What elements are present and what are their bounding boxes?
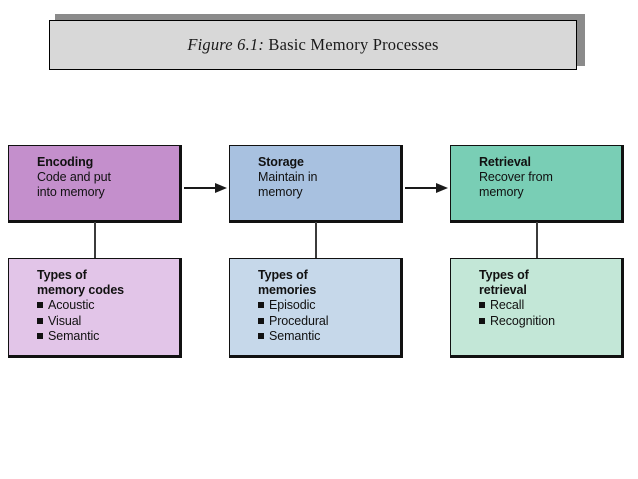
list-item: Semantic <box>37 329 179 345</box>
process-heading-storage: Storage <box>258 155 304 169</box>
square-bullet-icon <box>37 317 43 324</box>
types-box-retrieval: Types of retrieval Recall Recognition <box>450 258 624 358</box>
list-item: Recognition <box>479 314 621 330</box>
types-heading-line-2: memory codes <box>37 282 125 297</box>
list-item: Recall <box>479 298 621 314</box>
types-heading-line-1: Types of <box>479 268 529 282</box>
figure-label: Figure 6.1: <box>187 35 265 54</box>
diagram-column-storage: Storage Maintain in memory Types of memo… <box>229 145 403 358</box>
connector-line-encoding <box>94 222 96 258</box>
types-box-memory-codes: Types of memory codes Acoustic Visual Se… <box>8 258 182 358</box>
connector-line-storage <box>315 222 317 258</box>
process-line-1: Maintain in <box>258 169 318 184</box>
flow-arrow-icon-storage-to-retrieval <box>405 183 449 193</box>
list-item: Visual <box>37 314 179 330</box>
list-item: Semantic <box>258 329 400 345</box>
square-bullet-icon <box>37 302 43 308</box>
arrow-head <box>215 183 227 193</box>
types-list-memories: Episodic Procedural Semantic <box>258 298 400 345</box>
list-item-label: Visual <box>48 313 82 328</box>
diagram-column-retrieval: Retrieval Recover from memory Types of r… <box>450 145 624 358</box>
square-bullet-icon <box>37 333 43 339</box>
process-line-1: Recover from <box>479 169 553 184</box>
process-line-2: memory <box>258 184 303 199</box>
square-bullet-icon <box>258 317 264 324</box>
list-item-label: Recall <box>490 298 525 312</box>
square-bullet-icon <box>258 333 264 339</box>
flow-arrow-icon-encoding-to-storage <box>184 183 228 193</box>
list-item-label: Recognition <box>490 313 555 328</box>
square-bullet-icon <box>479 317 485 324</box>
process-line-2: into memory <box>37 184 105 199</box>
process-line-2: memory <box>479 184 524 199</box>
list-item-label: Semantic <box>269 329 321 343</box>
page-title: Figure 6.1: Basic Memory Processes <box>187 35 438 55</box>
list-item-label: Acoustic <box>48 298 95 312</box>
square-bullet-icon <box>479 302 485 308</box>
process-heading-retrieval: Retrieval <box>479 155 531 169</box>
arrow-shaft <box>184 187 217 189</box>
list-item-label: Episodic <box>269 298 316 312</box>
types-box-memories: Types of memories Episodic Procedural Se… <box>229 258 403 358</box>
list-item: Episodic <box>258 298 400 314</box>
process-heading-encoding: Encoding <box>37 155 94 169</box>
process-box-encoding: Encoding Code and put into memory <box>8 145 182 223</box>
figure-title: Basic Memory Processes <box>268 35 439 54</box>
types-list-retrieval: Recall Recognition <box>479 298 621 329</box>
process-box-retrieval: Retrieval Recover from memory <box>450 145 624 223</box>
list-item: Procedural <box>258 314 400 330</box>
list-item: Acoustic <box>37 298 179 314</box>
square-bullet-icon <box>258 302 264 308</box>
types-heading-line-1: Types of <box>37 268 87 282</box>
arrow-shaft <box>405 187 438 189</box>
types-heading-line-2: retrieval <box>479 282 527 297</box>
types-list-memory-codes: Acoustic Visual Semantic <box>37 298 179 345</box>
types-heading-line-2: memories <box>258 282 317 297</box>
list-item-label: Procedural <box>269 313 329 328</box>
process-box-storage: Storage Maintain in memory <box>229 145 403 223</box>
title-banner: Figure 6.1: Basic Memory Processes <box>49 20 577 70</box>
process-line-1: Code and put <box>37 169 111 184</box>
diagram-column-encoding: Encoding Code and put into memory Types … <box>8 145 182 358</box>
connector-line-retrieval <box>536 222 538 258</box>
arrow-head <box>436 183 448 193</box>
list-item-label: Semantic <box>48 329 100 343</box>
types-heading-line-1: Types of <box>258 268 308 282</box>
